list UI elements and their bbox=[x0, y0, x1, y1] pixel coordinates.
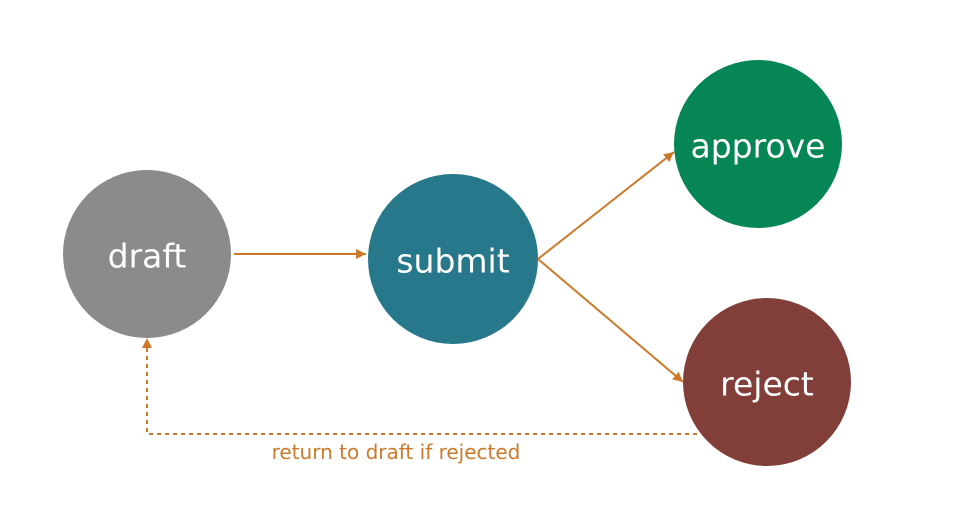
arrow-submit-to-reject bbox=[537, 258, 684, 383]
node-draft-label: draft bbox=[108, 237, 187, 276]
node-submit-circle bbox=[368, 174, 538, 344]
node-reject-label: reject bbox=[720, 365, 814, 404]
arrow-submit-to-approve bbox=[537, 151, 675, 260]
node-approve: approve bbox=[674, 60, 842, 228]
node-reject: reject bbox=[683, 298, 851, 466]
node-submit: submit bbox=[368, 174, 538, 344]
node-reject-circle bbox=[683, 298, 851, 466]
node-submit-label: submit bbox=[396, 242, 509, 281]
node-approve-circle bbox=[674, 60, 842, 228]
node-draft-circle bbox=[63, 170, 231, 338]
node-draft: draft bbox=[63, 170, 231, 338]
arrow-return-to-draft bbox=[142, 338, 697, 435]
return-edge-label: return to draft if rejected bbox=[272, 440, 521, 464]
node-approve-label: approve bbox=[691, 127, 826, 166]
